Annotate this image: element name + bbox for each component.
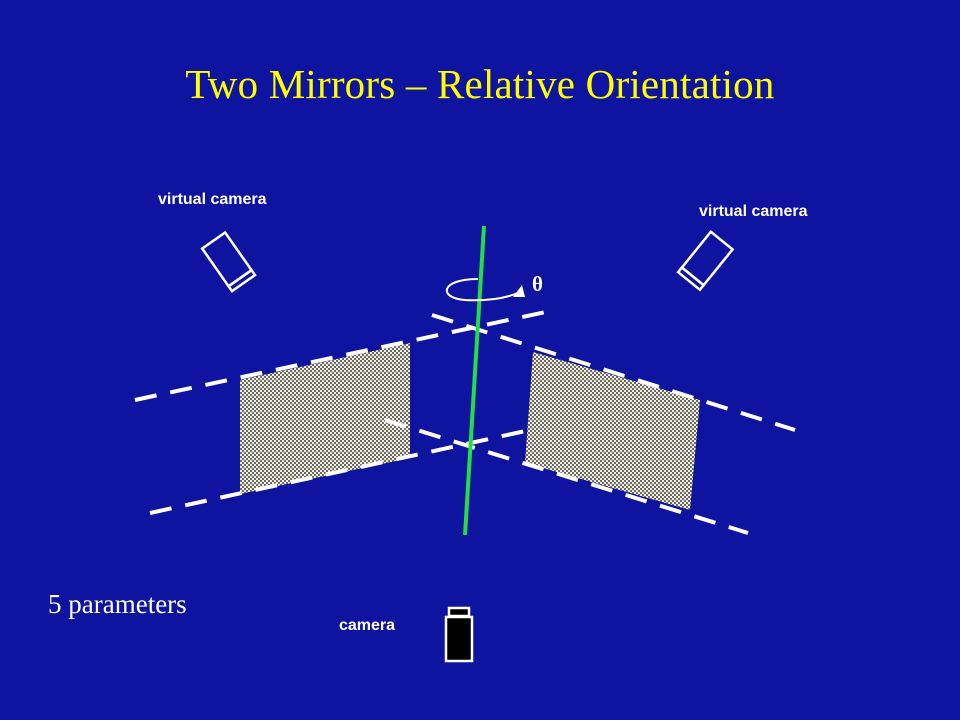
dashed-line-right-upper bbox=[431, 313, 796, 432]
dashed-line-right-lower bbox=[384, 418, 749, 535]
virtual-camera-left-icon bbox=[200, 230, 257, 293]
virtual-camera-left-label: virtual camera bbox=[158, 191, 267, 208]
left-mirror bbox=[240, 343, 410, 494]
slide-title: Two Mirrors – Relative Orientation bbox=[185, 61, 775, 107]
dashed-view-lines bbox=[134, 308, 796, 535]
rotation-axis bbox=[463, 225, 486, 536]
rotation-arrow bbox=[445, 278, 525, 302]
camera-label: camera bbox=[339, 617, 396, 634]
virtual-camera-right-icon bbox=[676, 230, 735, 292]
rotation-arrow-head bbox=[513, 285, 525, 297]
parameters-count: 5 parameters bbox=[48, 589, 187, 619]
rotation-angle-label: θ bbox=[532, 272, 543, 296]
camera-icon bbox=[444, 606, 474, 663]
virtual-camera-right-label: virtual camera bbox=[699, 203, 808, 220]
right-mirror bbox=[525, 352, 700, 510]
